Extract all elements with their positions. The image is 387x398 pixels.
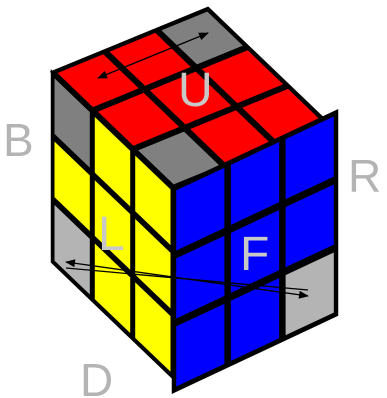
side-label-right: R — [348, 150, 381, 202]
side-label-back: B — [3, 114, 34, 166]
side-label-down: D — [80, 354, 113, 398]
face-label-front: F — [240, 228, 269, 281]
face-label-left: L — [98, 208, 125, 261]
face-label-up: U — [178, 64, 213, 117]
